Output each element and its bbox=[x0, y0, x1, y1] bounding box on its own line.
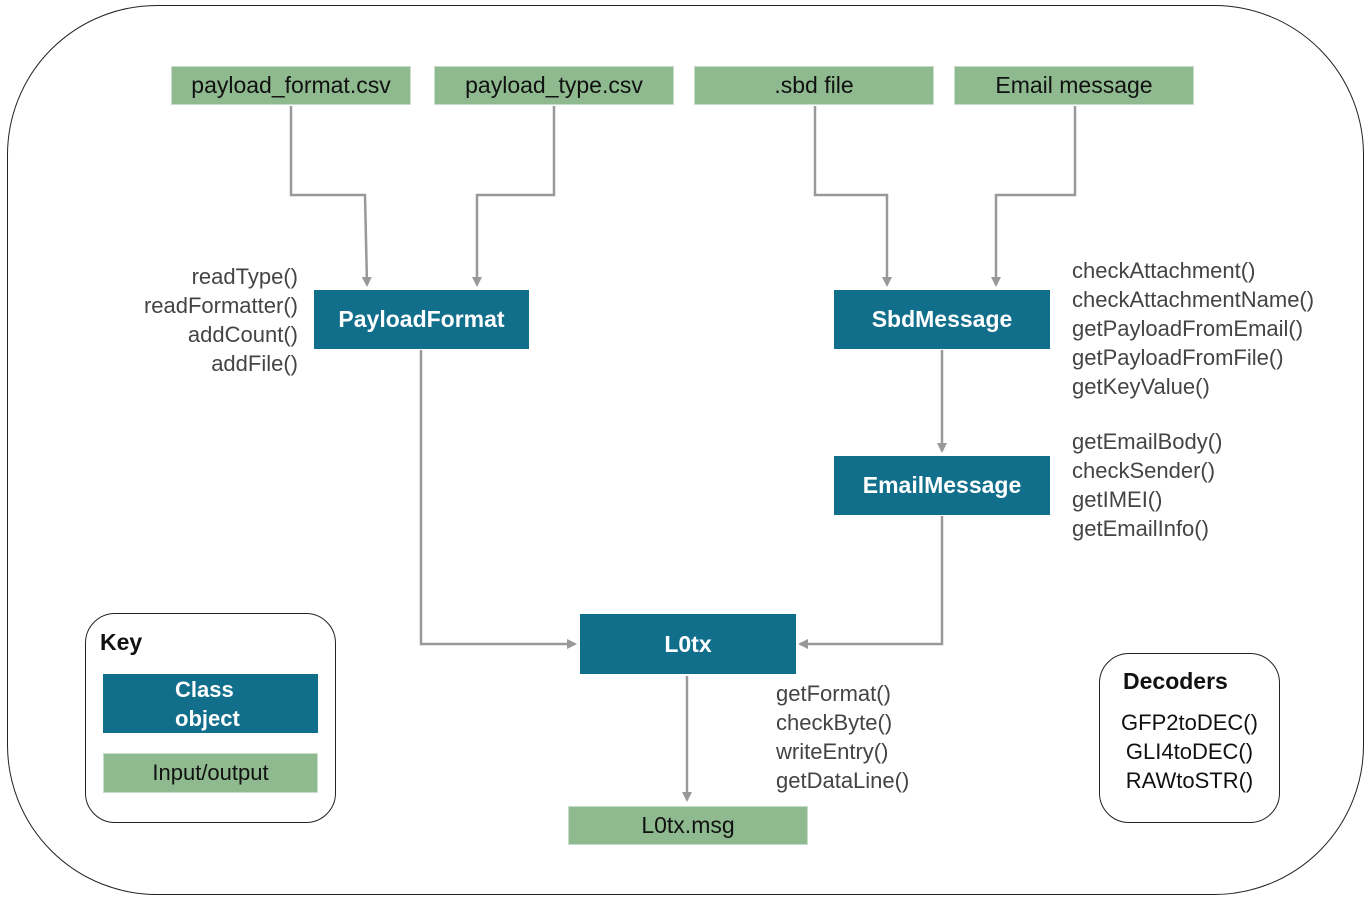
method-item: getPayloadFromEmail() bbox=[1072, 316, 1304, 341]
input-sbd-file: .sbd file bbox=[694, 66, 934, 105]
diagram-frame bbox=[7, 5, 1364, 895]
method-item: getKeyValue() bbox=[1072, 374, 1210, 399]
method-item: readFormatter() bbox=[143, 293, 298, 318]
method-item: getPayloadFromFile() bbox=[1072, 345, 1284, 370]
method-item: checkByte() bbox=[776, 710, 893, 735]
method-item: addCount() bbox=[187, 322, 298, 347]
arrow-emailmessage-to-l0tx bbox=[798, 516, 944, 649]
class-emailmessage: EmailMessage bbox=[834, 456, 1050, 515]
arrow-payload-format-csv-to-payloadformat bbox=[289, 106, 372, 287]
key-class-swatch: Class object bbox=[103, 674, 318, 733]
key-io-swatch: Input/output bbox=[103, 753, 318, 793]
key-class-label-line1: Class bbox=[175, 676, 234, 702]
method-item: checkAttachment() bbox=[1072, 258, 1256, 283]
class-sbdmessage: SbdMessage bbox=[834, 290, 1050, 349]
decoder-item: GFP2toDEC() bbox=[1121, 710, 1258, 735]
method-item: getDataLine() bbox=[776, 768, 910, 793]
key-class-label-line2: object bbox=[175, 705, 240, 731]
sbdmessage-methods: checkAttachment() checkAttachmentName() … bbox=[1072, 256, 1314, 401]
method-item: writeEntry() bbox=[776, 739, 889, 764]
arrow-sbd-file-to-sbdmessage bbox=[813, 106, 892, 287]
class-payloadformat: PayloadFormat bbox=[314, 290, 529, 349]
output-l0tx-msg: L0tx.msg bbox=[568, 806, 808, 845]
method-item: getIMEI() bbox=[1072, 487, 1163, 512]
decoders-panel: Decoders GFP2toDEC() GLI4toDEC() RAWtoST… bbox=[1099, 653, 1280, 823]
method-item: checkAttachmentName() bbox=[1072, 287, 1315, 312]
decoder-item: RAWtoSTR() bbox=[1125, 768, 1254, 793]
arrow-payloadformat-to-l0tx bbox=[419, 350, 577, 649]
method-item: getFormat() bbox=[776, 681, 891, 706]
arrow-email-message-to-sbdmessage bbox=[991, 106, 1077, 287]
input-payload-format-csv: payload_format.csv bbox=[171, 66, 411, 105]
arrow-payload-type-csv-to-payloadformat bbox=[472, 106, 556, 287]
method-item: readType() bbox=[191, 264, 298, 289]
payloadformat-methods: readType() readFormatter() addCount() ad… bbox=[144, 262, 298, 378]
decoders-title: Decoders bbox=[1123, 668, 1228, 694]
method-item: addFile() bbox=[211, 351, 298, 376]
key-title: Key bbox=[100, 629, 143, 655]
decoder-item: GLI4toDEC() bbox=[1125, 739, 1254, 764]
decoders-list: GFP2toDEC() GLI4toDEC() RAWtoSTR() bbox=[1100, 708, 1279, 795]
method-item: getEmailInfo() bbox=[1072, 516, 1209, 541]
input-email-message: Email message bbox=[954, 66, 1194, 105]
emailmessage-methods: getEmailBody() checkSender() getIMEI() g… bbox=[1072, 427, 1222, 543]
class-l0tx: L0tx bbox=[580, 614, 796, 674]
method-item: getEmailBody() bbox=[1072, 429, 1223, 454]
key-panel: Key Class object Input/output bbox=[85, 613, 336, 823]
method-item: checkSender() bbox=[1072, 458, 1216, 483]
input-payload-type-csv: payload_type.csv bbox=[434, 66, 674, 105]
l0tx-methods: getFormat() checkByte() writeEntry() get… bbox=[776, 679, 909, 795]
